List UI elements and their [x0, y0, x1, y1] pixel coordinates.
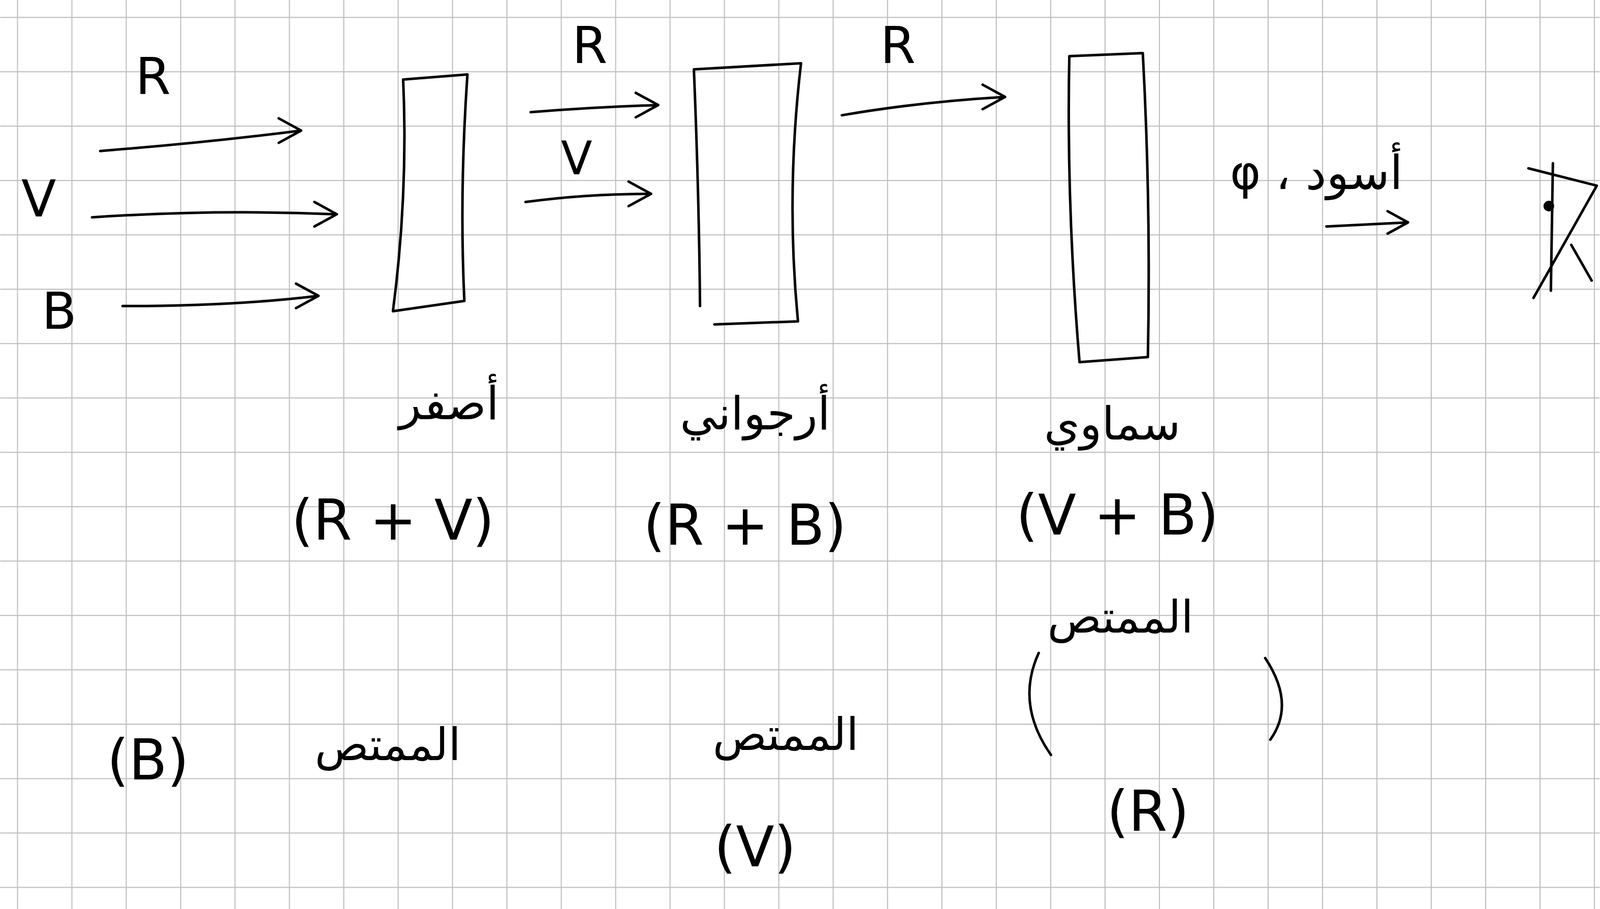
filter-pass: (R + B) — [643, 494, 847, 557]
grid-line — [1593, 0, 1595, 909]
ray-arrow — [530, 92, 658, 118]
grid-line — [0, 777, 1600, 779]
bracket — [1029, 652, 1051, 756]
filter-name: سماوي — [1044, 398, 1181, 449]
result-label: أسود ، φ — [1230, 147, 1403, 200]
grid-line — [506, 0, 508, 909]
grid-line — [615, 0, 617, 909]
bracket — [1265, 657, 1282, 740]
filter-pass: (V + B) — [1016, 484, 1219, 547]
color-letter: R — [572, 17, 608, 74]
grid-line — [995, 0, 997, 909]
color-letter: R — [880, 17, 916, 74]
color-letter: R — [135, 48, 171, 105]
grid-line — [887, 0, 889, 909]
grid-line — [941, 0, 943, 909]
grid-line — [0, 342, 1600, 344]
absorbed-color: (R) — [1106, 780, 1189, 842]
grid-line — [0, 669, 1600, 671]
ray-arrow — [122, 283, 319, 308]
absorbed-color: (B) — [107, 729, 190, 792]
color-letter: V — [21, 171, 56, 228]
color-letter: V — [560, 133, 593, 184]
grid-line — [0, 451, 1600, 453]
grid-line — [0, 614, 1600, 616]
absorbed-label: الممتص — [314, 720, 461, 770]
grid-line — [0, 560, 1600, 562]
grid-line — [1485, 0, 1487, 909]
grid-line — [234, 0, 236, 909]
grid-line — [0, 234, 1600, 236]
grid-line — [0, 16, 1600, 18]
grid-line — [1322, 0, 1324, 909]
color-letter: B — [41, 283, 77, 340]
grid-line — [0, 832, 1600, 834]
grid-line — [1430, 0, 1432, 909]
filter — [694, 63, 802, 325]
grid-line — [452, 0, 454, 909]
filter-name: أصفر — [398, 378, 499, 429]
ray-arrow — [525, 181, 651, 206]
absorbed-color: (V) — [714, 816, 797, 878]
ray-arrow — [1326, 211, 1409, 234]
grid-line — [1267, 0, 1269, 909]
grid-line — [1158, 0, 1160, 909]
grid-line — [1376, 0, 1378, 909]
grid-line — [778, 0, 780, 909]
absorbed-label: الممتص — [1047, 592, 1194, 643]
grid-line — [832, 0, 834, 909]
grid-line — [1539, 0, 1541, 909]
grid-line — [343, 0, 345, 909]
filter-name: أرجواني — [679, 388, 831, 439]
grid-line — [1050, 0, 1052, 909]
absorbed-label: الممتص — [712, 710, 859, 760]
grid-line — [0, 125, 1600, 127]
grid-line — [397, 0, 399, 909]
eye-pupil — [1544, 202, 1553, 211]
grid-line — [0, 886, 1600, 888]
filter — [392, 74, 468, 312]
grid-line — [1213, 0, 1215, 909]
ray-arrow — [841, 84, 1006, 116]
eye-symbol — [1528, 163, 1597, 298]
grid-line — [724, 0, 726, 909]
ray-arrow — [91, 202, 337, 227]
grid-line — [0, 288, 1600, 290]
filter — [1068, 52, 1149, 362]
filter-pass: (R + V) — [291, 489, 495, 552]
grid-line — [16, 0, 18, 909]
grid-line — [1104, 0, 1106, 909]
grid-line — [669, 0, 671, 909]
grid-line — [71, 0, 73, 909]
ray-arrow — [100, 118, 302, 151]
